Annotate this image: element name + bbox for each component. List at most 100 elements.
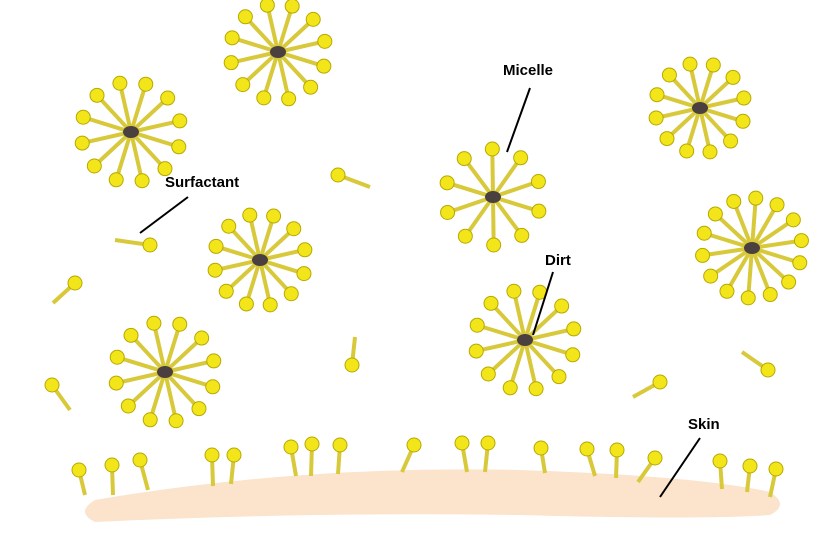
- surfactant-head: [652, 374, 668, 390]
- surfactant-head: [304, 436, 320, 452]
- surfactant-head: [762, 287, 778, 303]
- surfactant-tail: [117, 82, 133, 129]
- surfactant-head: [71, 462, 87, 478]
- skin-surface: [85, 469, 780, 522]
- surfactant-head: [705, 57, 721, 73]
- surfactant-head: [530, 174, 546, 190]
- surfactant-head: [206, 353, 222, 369]
- surfactant-tail: [132, 96, 170, 131]
- surfactant-tail: [528, 339, 574, 357]
- surfactant-tail: [750, 197, 758, 245]
- micelle: [207, 207, 313, 313]
- surfactant-tail: [129, 333, 164, 371]
- surfactant-tail: [746, 251, 754, 299]
- surfactant-tail: [751, 250, 773, 296]
- surfactant-head: [707, 206, 723, 222]
- surfactant-head: [531, 203, 547, 219]
- surfactant-head: [316, 58, 332, 74]
- surfactant-head: [75, 109, 91, 125]
- surfactant-tail: [731, 200, 753, 246]
- surfactant-head: [266, 208, 282, 224]
- surfactant-tail: [82, 115, 128, 133]
- surfactant-tail: [92, 133, 130, 168]
- surfactant-head: [486, 237, 502, 253]
- surfactant-head: [748, 190, 764, 206]
- surfactant-head: [682, 56, 698, 72]
- surfactant-head: [468, 343, 484, 359]
- surfactant-head: [456, 151, 472, 167]
- surfactant-tail: [703, 231, 749, 249]
- dirt-particle: [692, 102, 708, 114]
- surfactant-head: [146, 315, 162, 331]
- surfactant-head: [262, 297, 278, 313]
- dirt-particle: [485, 191, 501, 203]
- micelle: [648, 56, 752, 160]
- surfactant-head: [406, 437, 422, 453]
- surfactant-head: [134, 173, 150, 189]
- surfactant-tail: [116, 355, 162, 373]
- surfactant-head: [506, 283, 522, 299]
- surfactant-head: [703, 268, 719, 284]
- surfactant-head: [168, 413, 184, 429]
- surfactant-tail: [148, 375, 166, 421]
- surfactant-head: [226, 447, 242, 463]
- surfactant-head: [242, 207, 258, 223]
- surfactant-head: [661, 67, 677, 83]
- surfactant-tail: [755, 238, 802, 250]
- surfactant-head: [484, 141, 500, 157]
- micelle: [468, 283, 582, 397]
- dirt-particle: [157, 366, 173, 378]
- surfactant-tail: [489, 301, 524, 339]
- surfactant-tail: [134, 131, 180, 149]
- dirt-particle: [123, 126, 139, 138]
- surfactant-head: [696, 225, 712, 241]
- surfactant-tail: [752, 203, 779, 246]
- surfactant-head: [695, 247, 711, 263]
- surfactant-head: [256, 90, 272, 106]
- surfactant-tail: [511, 290, 527, 337]
- surfactant-head: [742, 458, 758, 474]
- surfactant-head: [760, 362, 776, 378]
- surfactant-tail: [95, 93, 130, 131]
- surfactant-head: [142, 237, 158, 253]
- skin-surfactants-group: [71, 435, 784, 498]
- surfactant-tail: [151, 322, 167, 369]
- skin-leader: [659, 437, 701, 498]
- surfactant-head: [480, 435, 496, 451]
- surfactant-head: [457, 228, 473, 244]
- surfactant-tail: [129, 135, 145, 182]
- surfactant-head: [554, 298, 570, 314]
- surfactant-tail: [168, 371, 214, 389]
- surfactant-head: [237, 9, 253, 25]
- surfactant-head: [723, 133, 739, 149]
- surfactant-tail: [725, 250, 752, 293]
- surfactant-head: [317, 33, 333, 49]
- micelle: [223, 0, 333, 107]
- surfactant-head: [533, 440, 549, 456]
- micelle: [439, 141, 547, 253]
- surfactant-head: [67, 275, 83, 291]
- surfactant-tail: [508, 343, 526, 389]
- surfactant-head: [218, 283, 234, 299]
- surfactant-head: [142, 412, 158, 428]
- surfactant-tail: [114, 135, 132, 181]
- surfactant-head: [112, 75, 128, 91]
- surfactant-head: [659, 131, 675, 147]
- surfactant-head: [208, 238, 224, 254]
- surfactant-tail: [753, 249, 790, 284]
- surfactant-head: [551, 369, 567, 385]
- surfactant-head: [44, 377, 60, 393]
- surfactant-head: [207, 262, 223, 278]
- dirt-label: Dirt: [545, 252, 571, 269]
- surfactant-head: [726, 193, 742, 209]
- surfactant-head: [469, 317, 485, 333]
- surfactant-head: [480, 366, 496, 382]
- micelle: [695, 190, 809, 306]
- dirt-leader: [532, 271, 554, 336]
- surfactant-head: [123, 327, 139, 343]
- surfactant-tail: [486, 341, 524, 376]
- micelle-leader: [506, 87, 531, 153]
- surfactant-tail: [702, 246, 749, 258]
- surfactant-head: [440, 204, 456, 220]
- surfactant-tail: [526, 341, 561, 379]
